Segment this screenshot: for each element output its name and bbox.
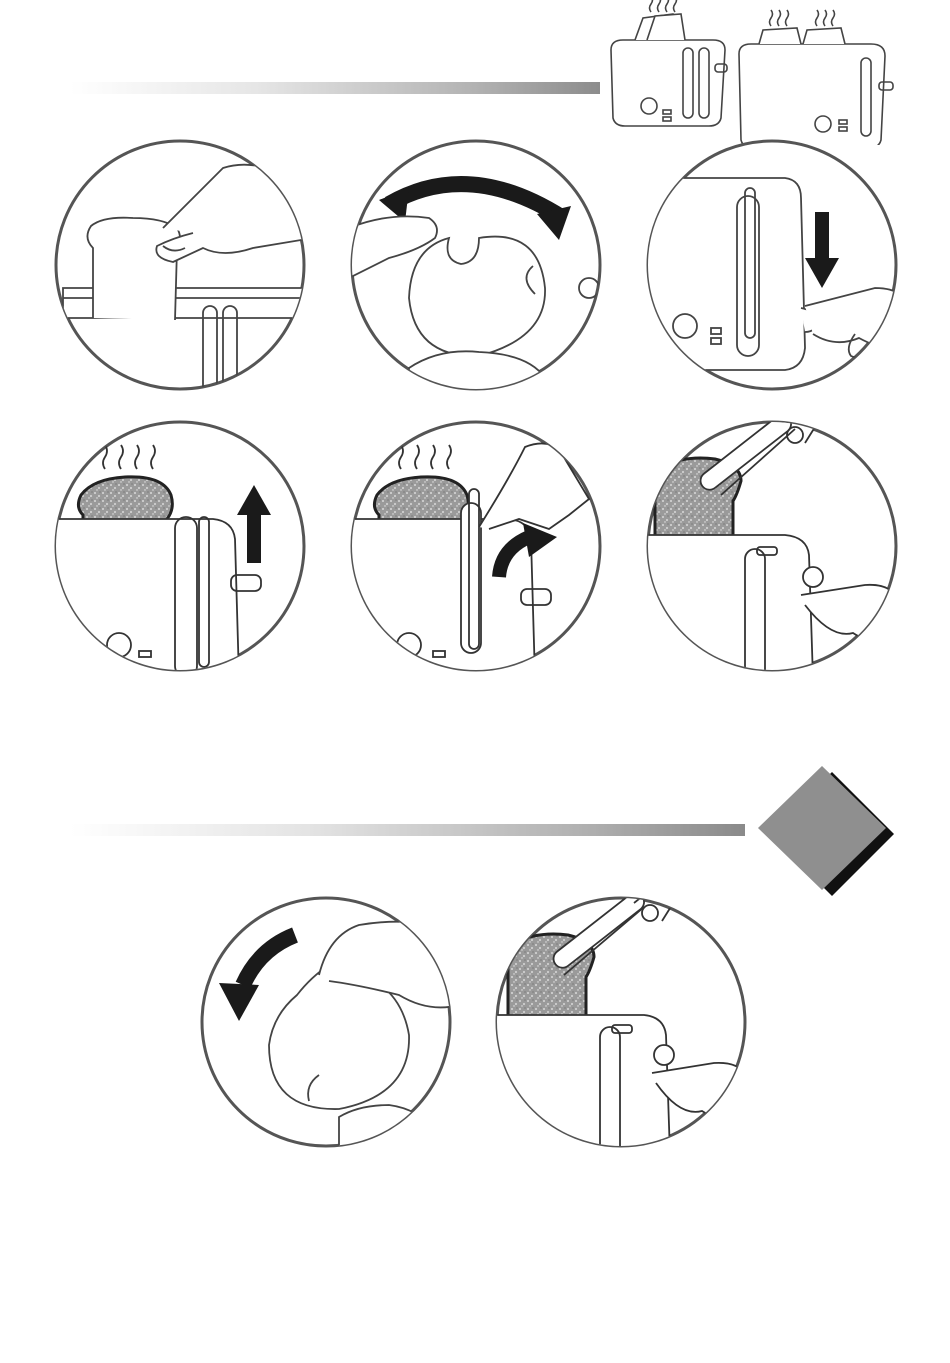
toaster-pair-icon (603, 0, 903, 145)
lift-lever-higher-icon (349, 419, 603, 673)
gray-diamond-marker (756, 764, 896, 900)
insert-bread-icon (53, 138, 307, 392)
cancel-and-remove-toast-icon (494, 895, 748, 1149)
toast-pops-up-icon (53, 419, 307, 673)
section-2-divider (70, 824, 745, 836)
section-1-divider (70, 82, 600, 94)
remove-with-tongs-icon (645, 419, 899, 673)
turn-browning-dial-icon (349, 138, 603, 392)
turn-dial-left-icon (199, 895, 453, 1149)
press-lever-down-icon (645, 138, 899, 392)
